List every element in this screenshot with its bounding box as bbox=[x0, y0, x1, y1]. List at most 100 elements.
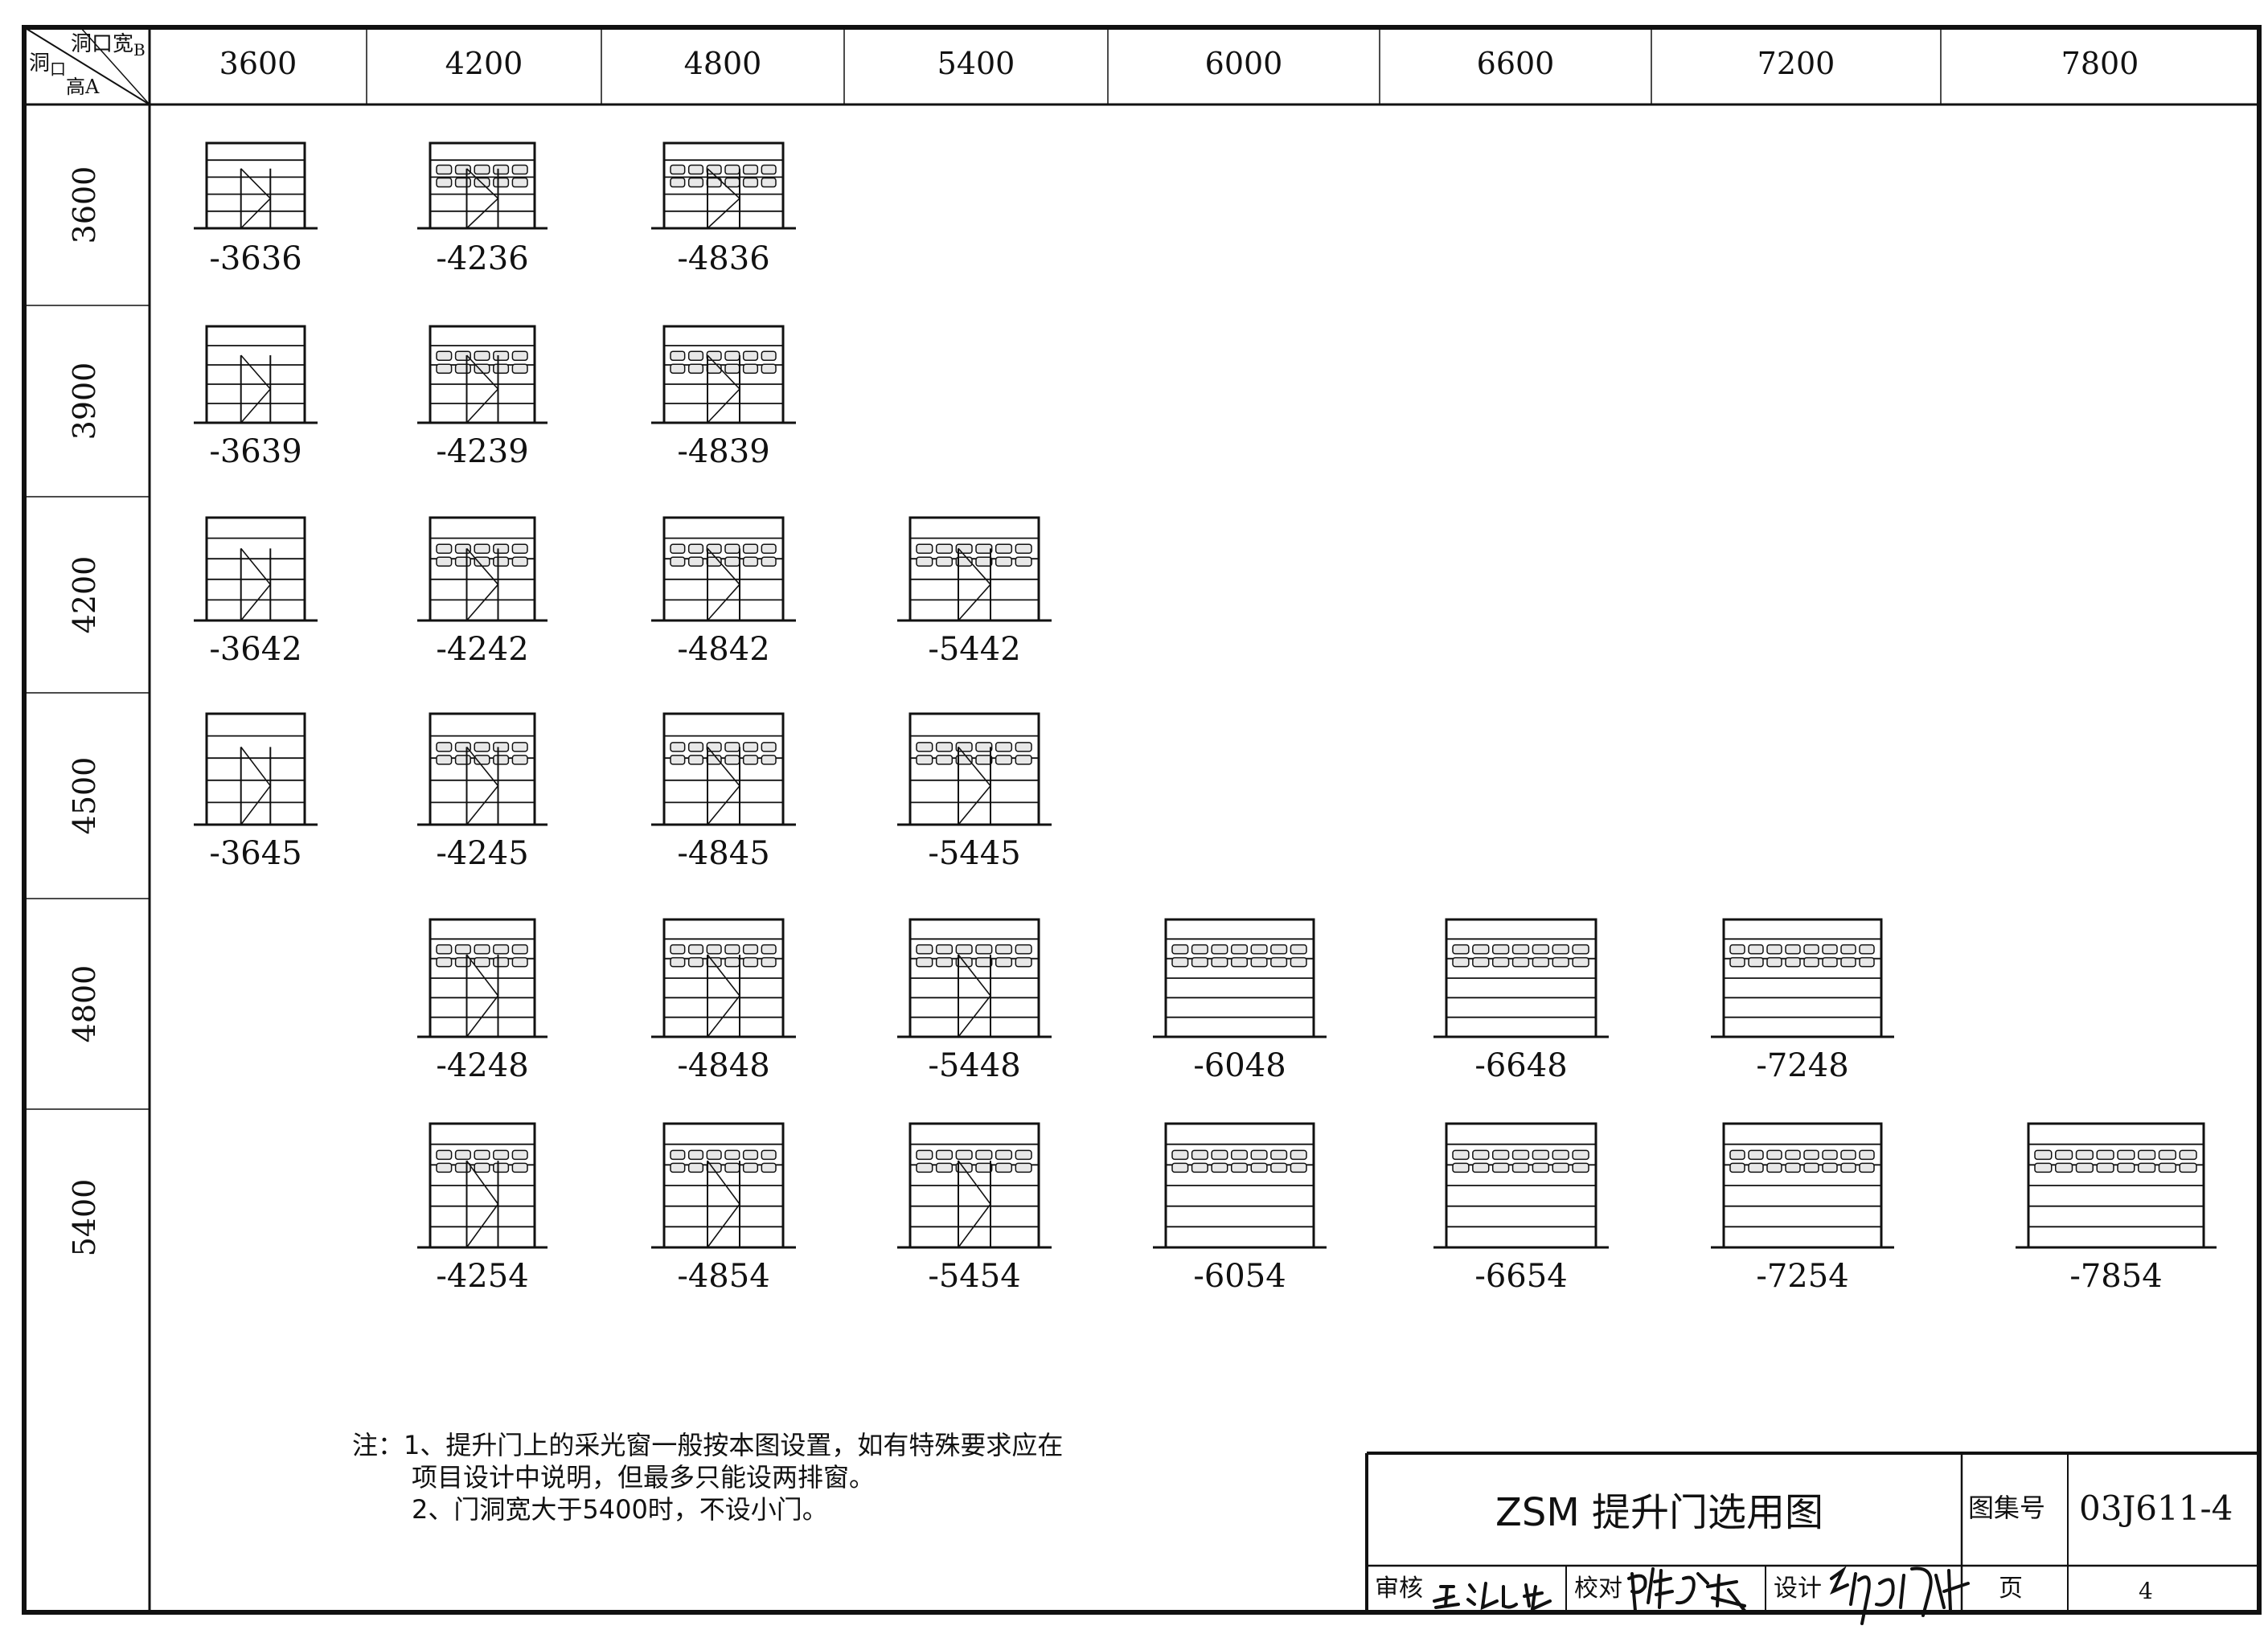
pass-door-swing bbox=[240, 388, 271, 424]
window-pane bbox=[935, 742, 954, 752]
window-pane bbox=[742, 1162, 759, 1173]
window-pane bbox=[1572, 1162, 1589, 1173]
window-pane bbox=[1452, 944, 1470, 955]
window-pane bbox=[687, 363, 704, 374]
window-pane bbox=[916, 543, 933, 555]
window-pane bbox=[511, 944, 528, 955]
door-elevation-3639 bbox=[194, 325, 318, 424]
window-pane bbox=[436, 177, 453, 188]
width-header-4200: 4200 bbox=[445, 46, 523, 81]
window-pane bbox=[724, 164, 740, 175]
door-elevation-3642 bbox=[194, 516, 318, 622]
door-panel bbox=[205, 712, 306, 826]
window-pane bbox=[1191, 1149, 1208, 1161]
width-header-4800: 4800 bbox=[683, 46, 762, 81]
window-pane bbox=[687, 1149, 704, 1161]
door-panel bbox=[205, 325, 306, 424]
window-pane bbox=[995, 1162, 1013, 1173]
window-pane bbox=[761, 350, 777, 361]
window-pane bbox=[1822, 1149, 1838, 1161]
window-pane bbox=[1785, 1162, 1801, 1173]
pass-door-swing bbox=[240, 547, 271, 585]
door-code-3636: -3636 bbox=[209, 240, 302, 277]
window-pane bbox=[1472, 944, 1490, 955]
window-pane bbox=[454, 543, 471, 555]
window-pane bbox=[975, 1162, 993, 1173]
window-pane bbox=[761, 363, 777, 374]
pass-door-swing bbox=[958, 785, 991, 825]
pass-door-swing bbox=[958, 1203, 991, 1248]
corner-diagonal-2 bbox=[80, 27, 150, 105]
door-elevation-4854 bbox=[651, 1122, 796, 1249]
door-code-5445: -5445 bbox=[928, 835, 1021, 872]
window-pane bbox=[1250, 1162, 1268, 1173]
door-elevation-4242 bbox=[417, 516, 548, 622]
pass-door-swing bbox=[958, 746, 991, 787]
door-panel bbox=[429, 712, 536, 826]
review-label: 审核 bbox=[1375, 1575, 1423, 1603]
window-pane bbox=[493, 755, 510, 765]
window-pane bbox=[2055, 1162, 2073, 1173]
window-pane bbox=[670, 350, 686, 361]
window-pane bbox=[436, 556, 453, 567]
door-code-4854: -4854 bbox=[677, 1258, 770, 1295]
window-pane bbox=[493, 1162, 510, 1173]
window-pane bbox=[706, 363, 722, 374]
window-pane bbox=[474, 944, 490, 955]
window-pane bbox=[670, 363, 686, 374]
window-pane bbox=[916, 556, 933, 567]
window-pane bbox=[1532, 944, 1550, 955]
window-pane bbox=[1191, 944, 1208, 955]
window-pane bbox=[1452, 1149, 1470, 1161]
window-pane bbox=[493, 1149, 510, 1161]
window-pane bbox=[706, 350, 722, 361]
pass-door-swing bbox=[707, 746, 740, 787]
door-panel bbox=[429, 516, 536, 622]
window-pane bbox=[1552, 1162, 1569, 1173]
pass-door-swing bbox=[958, 995, 991, 1038]
window-pane bbox=[761, 956, 777, 968]
window-pane bbox=[493, 177, 510, 188]
window-pane bbox=[935, 543, 954, 555]
window-pane bbox=[706, 543, 722, 555]
atlas-label: 图集号 bbox=[1968, 1493, 2046, 1523]
pass-door-swing bbox=[465, 746, 499, 787]
door-code-6648: -6648 bbox=[1474, 1047, 1568, 1084]
door-code-4845: -4845 bbox=[677, 835, 770, 872]
corner-width-label: 洞口宽B bbox=[71, 32, 146, 60]
window-pane bbox=[687, 164, 704, 175]
window-pane bbox=[975, 944, 993, 955]
window-pane bbox=[1270, 1162, 1288, 1173]
checker-signature bbox=[1627, 1567, 1746, 1612]
window-pane bbox=[724, 177, 740, 188]
window-pane bbox=[511, 742, 528, 752]
window-pane bbox=[995, 1149, 1013, 1161]
window-pane bbox=[724, 1162, 740, 1173]
window-pane bbox=[474, 956, 490, 968]
window-pane bbox=[1785, 956, 1801, 968]
window-pane bbox=[670, 543, 686, 555]
window-pane bbox=[761, 944, 777, 955]
window-pane bbox=[761, 1162, 777, 1173]
window-pane bbox=[436, 1162, 453, 1173]
door-code-4839: -4839 bbox=[677, 433, 770, 470]
window-pane bbox=[935, 944, 954, 955]
window-pane bbox=[742, 177, 759, 188]
design-label: 设计 bbox=[1774, 1575, 1822, 1603]
window-pane bbox=[1250, 1149, 1268, 1161]
window-pane bbox=[1171, 944, 1189, 955]
window-pane bbox=[436, 956, 453, 968]
door-elevation-4245 bbox=[417, 712, 548, 826]
corner-left-char: 洞口 bbox=[29, 51, 67, 80]
window-pane bbox=[742, 164, 759, 175]
window-pane bbox=[1171, 1162, 1189, 1173]
page-label: 页 bbox=[1999, 1575, 2023, 1603]
pass-door-swing bbox=[958, 547, 991, 585]
window-pane bbox=[1452, 956, 1470, 968]
window-pane bbox=[706, 742, 722, 752]
window-pane bbox=[1015, 956, 1032, 968]
door-panel bbox=[205, 141, 306, 230]
door-code-3639: -3639 bbox=[209, 433, 302, 470]
window-pane bbox=[670, 755, 686, 765]
